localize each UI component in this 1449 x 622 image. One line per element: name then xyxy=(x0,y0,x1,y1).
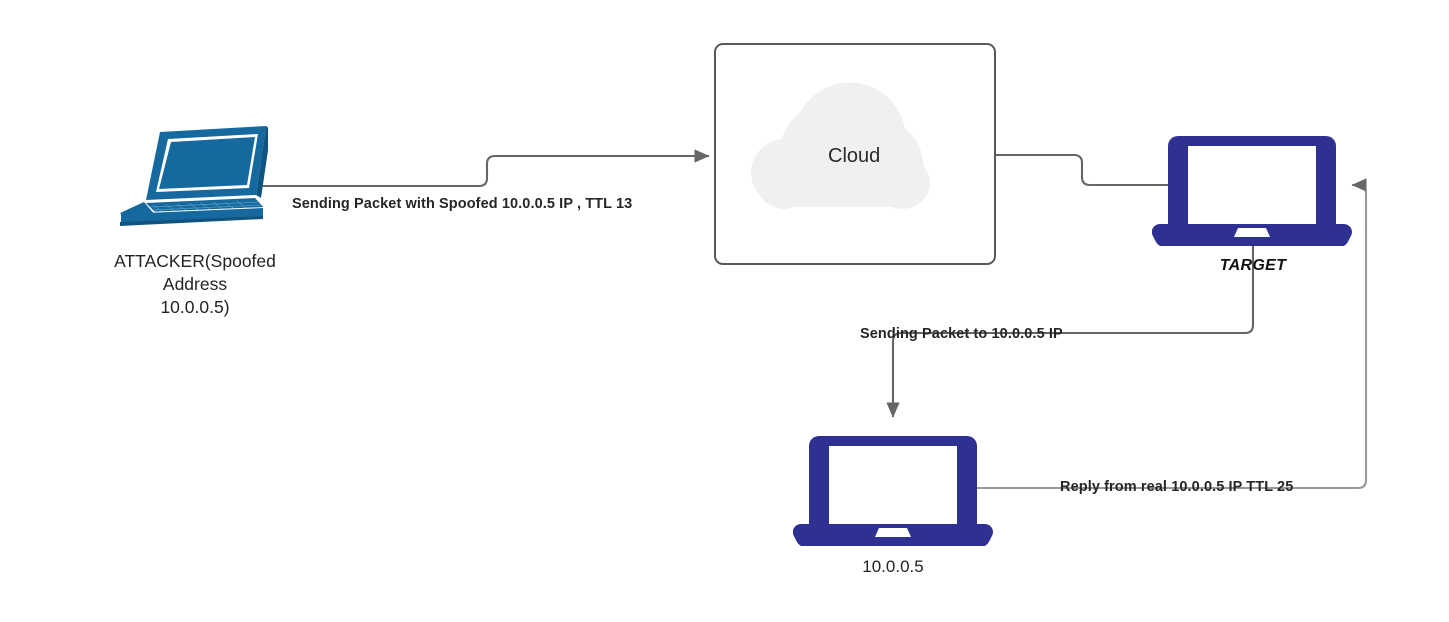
attacker-label: ATTACKER(Spoofed Address 10.0.0.5) xyxy=(114,251,276,318)
edge-victim-to-target xyxy=(975,178,1368,490)
edge-attacker-to-cloud xyxy=(262,149,710,188)
victim-label: 10.0.0.5 xyxy=(862,557,924,576)
target-label: TARGET xyxy=(1219,257,1287,274)
edge-label-attacker-to-cloud: Sending Packet with Spoofed 10.0.0.5 IP … xyxy=(292,196,633,212)
edge-target-to-victim xyxy=(886,240,1255,418)
edge-label-target-to-victim: Sending Packet to 10.0.0.5 IP xyxy=(860,326,1063,342)
node-target[interactable] xyxy=(1151,126,1352,247)
laptop-front-icon xyxy=(1151,136,1352,247)
node-victim[interactable] xyxy=(792,426,993,547)
edge-cloud-to-target xyxy=(996,153,1170,187)
laptop-isometric-icon xyxy=(120,126,271,226)
cloud-label: Cloud xyxy=(828,145,881,167)
laptop-front-icon xyxy=(792,436,993,547)
cloud-icon xyxy=(751,82,930,209)
node-attacker[interactable] xyxy=(108,118,271,228)
cloud-box[interactable]: Cloud xyxy=(714,43,996,265)
edge-label-victim-to-target: Reply from real 10.0.0.5 IP TTL 25 xyxy=(1060,479,1294,495)
